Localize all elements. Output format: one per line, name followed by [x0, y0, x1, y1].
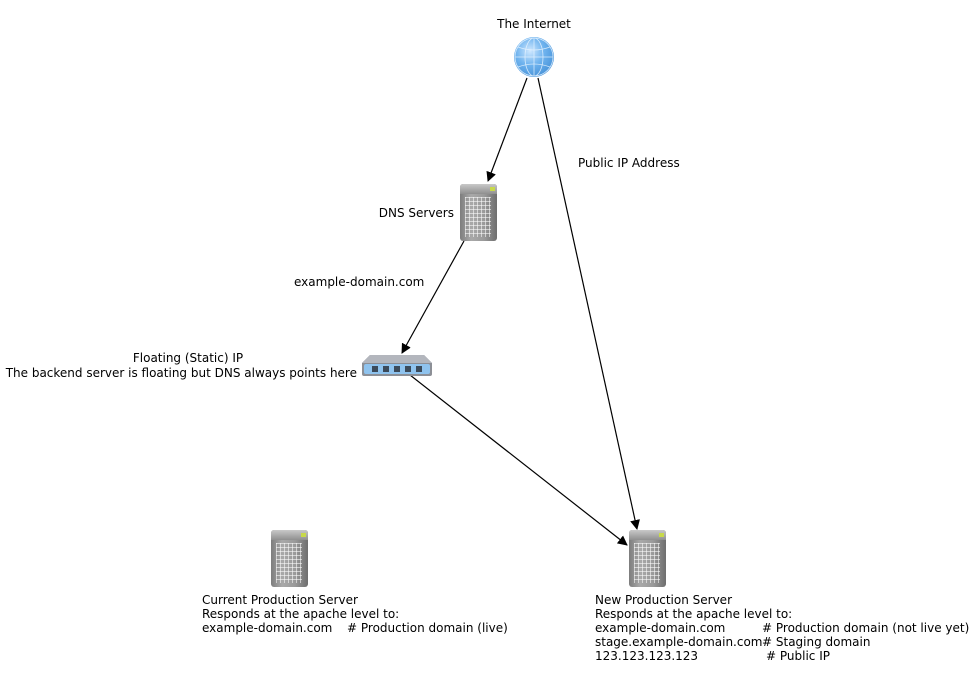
new-server-host-1: example-domain.com	[595, 621, 726, 635]
internet-label: The Internet	[497, 17, 571, 31]
globe-icon[interactable]	[514, 37, 554, 77]
edge-dns-to-floating-ip	[401, 240, 465, 354]
current-server-comment: # Production domain (live)	[347, 621, 508, 635]
new-server-comment-2: # Staging domain	[762, 635, 871, 649]
network-switch-icon[interactable]	[362, 355, 432, 376]
floating-ip-title: Floating (Static) IP	[132, 351, 244, 365]
new-server-title: New Production Server	[595, 593, 732, 607]
current-server-title: Current Production Server	[202, 593, 358, 607]
edge-label-public-ip: Public IP Address	[578, 156, 680, 170]
new-server-subtitle: Responds at the apache level to:	[595, 607, 793, 621]
edge-floating-ip-to-new-server	[409, 374, 628, 546]
current-server-host: example-domain.com	[202, 621, 333, 635]
new-server-host-3: 123.123.123.123	[595, 649, 699, 663]
current-server-subtitle: Responds at the apache level to:	[202, 607, 400, 621]
edge-internet-to-new-server	[537, 77, 640, 530]
dns-server-icon[interactable]	[460, 184, 497, 241]
new-server-icon[interactable]	[629, 530, 666, 587]
new-server-comment-1: # Production domain (not live yet)	[762, 621, 970, 635]
floating-ip-description: The backend server is floating but DNS a…	[5, 366, 357, 380]
dns-label: DNS Servers	[378, 206, 454, 220]
edge-internet-to-dns	[486, 77, 528, 182]
new-server-host-2: stage.example-domain.com	[595, 635, 763, 649]
new-server-comment-3: # Public IP	[766, 649, 830, 663]
current-server-icon[interactable]	[271, 530, 308, 587]
edge-label-domain: example-domain.com	[294, 275, 425, 289]
